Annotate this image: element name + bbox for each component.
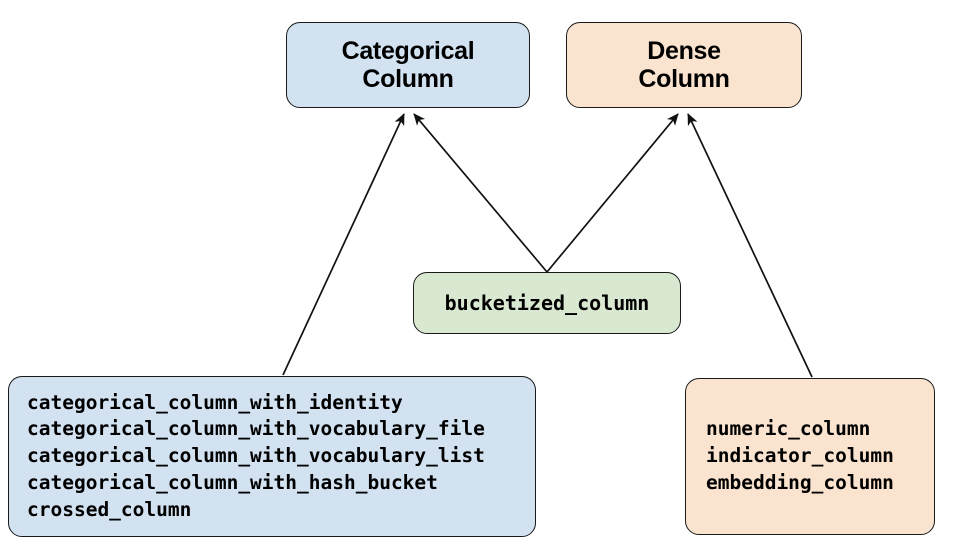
- edge-categorical-apis-to-categorical-column: [282, 113, 405, 376]
- edge-bucketized-to-categorical-column: [413, 113, 548, 273]
- list-item: indicator_column: [706, 444, 894, 468]
- dense-apis-list: numeric_column indicator_column embeddin…: [686, 416, 954, 496]
- dense-column-label: Dense Column: [638, 37, 730, 93]
- list-item: categorical_column_with_vocabulary_list: [27, 444, 485, 468]
- list-item: embedding_column: [706, 470, 894, 494]
- node-dense-apis[interactable]: numeric_column indicator_column embeddin…: [685, 378, 935, 535]
- bucketized-column-label: bucketized_column: [444, 291, 650, 315]
- node-dense-column[interactable]: Dense Column: [566, 22, 802, 108]
- edge-dense-apis-to-dense-column: [687, 113, 813, 378]
- node-bucketized-column[interactable]: bucketized_column: [413, 272, 681, 334]
- categorical-apis-list: categorical_column_with_identity categor…: [9, 390, 553, 524]
- list-item: crossed_column: [27, 497, 192, 521]
- list-item: numeric_column: [706, 417, 871, 441]
- node-categorical-column[interactable]: Categorical Column: [286, 22, 530, 108]
- list-item: categorical_column_with_vocabulary_file: [27, 417, 485, 441]
- list-item: categorical_column_with_identity: [27, 390, 403, 414]
- node-categorical-apis[interactable]: categorical_column_with_identity categor…: [8, 376, 536, 537]
- edge-bucketized-to-dense-column: [546, 113, 679, 273]
- list-item: categorical_column_with_hash_bucket: [27, 470, 438, 494]
- categorical-column-label: Categorical Column: [341, 37, 475, 93]
